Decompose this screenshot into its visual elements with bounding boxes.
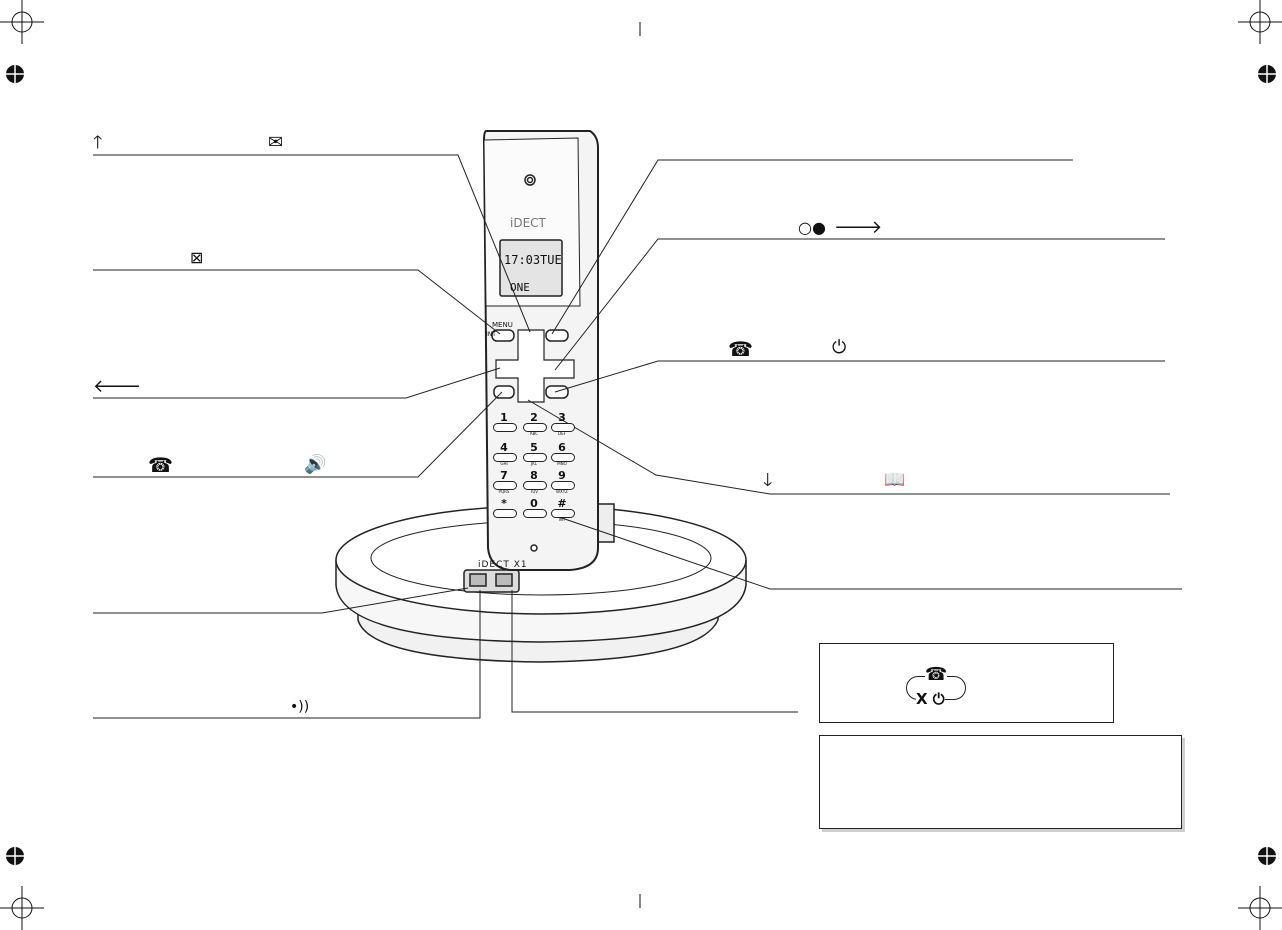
key-button <box>523 481 547 490</box>
key-button <box>523 509 547 518</box>
key-button <box>551 453 575 462</box>
key-button <box>523 423 547 432</box>
key-button <box>523 453 547 462</box>
key-button <box>551 423 575 432</box>
key-letters: PQRS <box>498 489 510 494</box>
key-letters: WXYZ <box>556 489 568 494</box>
key-digit: 5 <box>530 441 538 454</box>
hangup-key-sub: X ⏻ <box>916 690 945 708</box>
talk-icon: ☎ <box>148 453 173 477</box>
int-key-label: INT <box>486 331 496 338</box>
base-brand: iDECT X1 <box>478 560 528 570</box>
key-digit: 1 <box>500 411 508 424</box>
hangup-icon: ☎ <box>728 337 753 361</box>
menu-key-label: MENU <box>492 321 513 329</box>
left-arrow-icon: 🡐 <box>93 376 142 397</box>
hangup-key-icon: ☎ <box>925 664 948 685</box>
key-button <box>551 481 575 490</box>
key-digit: 2 <box>530 411 538 424</box>
key-button <box>551 509 575 518</box>
keypad-key-0[interactable]: 0 <box>522 497 547 522</box>
keypad-key-star[interactable]: * <box>492 497 517 522</box>
key-digit: 0 <box>530 497 538 510</box>
key-letters: TUV <box>529 489 539 494</box>
leader-lines <box>93 154 1182 719</box>
key-letters: ABC <box>529 431 539 436</box>
speaker-icon: 🔊 <box>304 454 327 475</box>
key-digit: 3 <box>558 411 566 424</box>
down-arrow-icon: 🡓 <box>763 470 773 491</box>
key-digit: 8 <box>530 469 538 482</box>
hangup-key-box: ☎ X ⏻ <box>819 643 1114 723</box>
key-button <box>493 453 517 462</box>
redial-icon: ○● <box>798 218 826 237</box>
key-digit: 4 <box>500 441 508 454</box>
keypad-key-hash[interactable]: # INT <box>550 497 575 522</box>
envelope-icon: ✉ <box>268 132 284 153</box>
key-button <box>493 481 517 490</box>
key-button <box>493 423 517 432</box>
screen-line2: ONE <box>510 281 530 294</box>
note-box <box>819 735 1182 829</box>
key-letters: DEF <box>558 431 566 436</box>
envelope-crossed-icon: ⊠ <box>190 248 204 267</box>
key-digit: 9 <box>558 469 566 482</box>
screen-day: TUE <box>540 253 562 267</box>
key-letters: GHI <box>500 461 508 466</box>
key-digit: 7 <box>500 469 508 482</box>
key-digit: # <box>557 497 567 510</box>
power-icon: ⏻ <box>832 337 847 358</box>
keypad-key-1[interactable]: 1 <box>492 411 517 436</box>
key-digit: 6 <box>558 441 566 454</box>
screen-time: 17:03 <box>504 253 541 267</box>
key-letters: INT <box>558 517 566 522</box>
handset-brand: iDECT <box>510 216 546 230</box>
key-button <box>493 509 517 518</box>
key-letters: MNO <box>557 461 567 466</box>
key-digit: * <box>501 497 507 510</box>
phonebook-icon: 📖 <box>884 470 906 490</box>
page-icon: •)) <box>290 699 310 715</box>
key-letters: JKL <box>530 461 538 466</box>
up-arrow-icon: 🡑 <box>93 132 103 153</box>
right-arrow-icon: 🡒 <box>834 217 883 238</box>
